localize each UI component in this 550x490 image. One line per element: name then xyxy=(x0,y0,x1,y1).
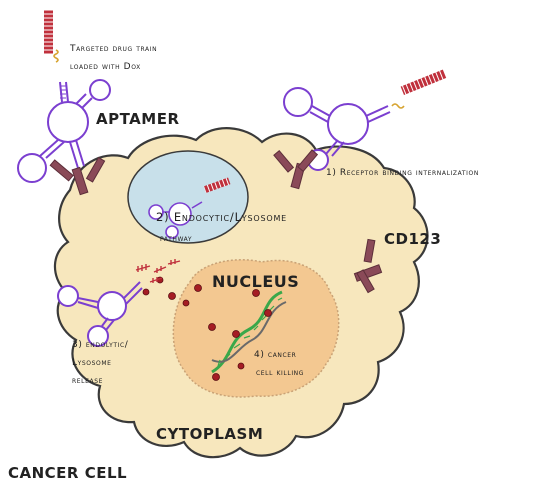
killing-label-line2: cell killing xyxy=(256,368,305,378)
release-label-line1: 3) endolytic/ xyxy=(72,340,129,350)
aptamer-in-vesicle xyxy=(148,201,203,239)
killing-label-line1: 4) cancer xyxy=(254,350,297,360)
endocytic-vesicle xyxy=(127,150,249,244)
endocytic-label-line1: 2) Endocytic/Lysosome xyxy=(156,210,288,224)
drug-train-label-line2: loaded with Dox xyxy=(70,62,141,72)
drug-train-in-vesicle xyxy=(203,177,231,193)
dox-particles xyxy=(142,276,272,381)
cancer-cell-label: CANCER CELL xyxy=(8,464,128,482)
dna-helix xyxy=(211,290,287,374)
cd123-receptor-left xyxy=(49,156,106,196)
release-label-line2: Lysosome xyxy=(72,358,112,368)
drug-train-label-line1: Targeted drug train xyxy=(70,44,158,54)
nucleus-label: NUCLEUS xyxy=(212,272,300,291)
cd123-receptor-top xyxy=(273,149,319,190)
cd123-receptor-right xyxy=(353,238,383,294)
endocytic-label-line2: pathway xyxy=(160,234,193,244)
cd123-label: CD123 xyxy=(384,230,442,248)
drug-train-top-right xyxy=(391,69,447,109)
receptor-binding-label: 1) Receptor binding internalization xyxy=(326,168,479,178)
aptamer-label: APTAMER xyxy=(96,110,180,128)
drug-train-top-left xyxy=(44,10,59,63)
aptamer-top-left xyxy=(17,79,111,183)
released-drug-fragments xyxy=(135,259,181,283)
cytoplasm-label: CYTOPLASM xyxy=(156,425,264,443)
release-label-line3: release xyxy=(72,376,103,386)
aptamer-release xyxy=(57,281,143,347)
